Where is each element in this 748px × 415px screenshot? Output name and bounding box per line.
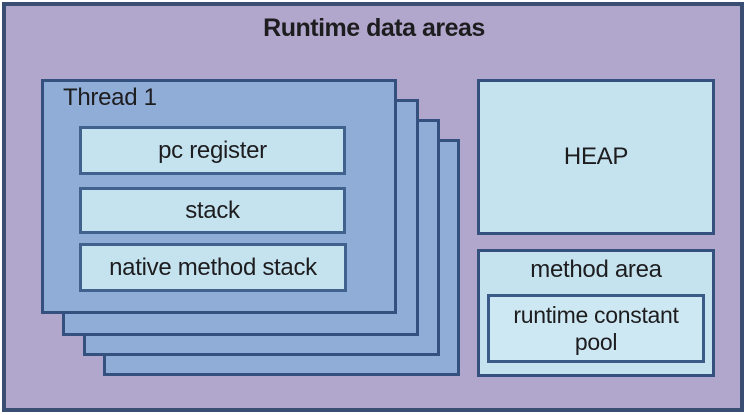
diagram-title: Runtime data areas bbox=[263, 14, 485, 42]
pc-register-box: pc register bbox=[79, 126, 346, 175]
method-area-label: method area bbox=[530, 256, 662, 283]
native-method-stack-box: native method stack bbox=[79, 243, 347, 292]
runtime-constant-pool-box: runtime constant pool bbox=[487, 294, 705, 363]
stack-box: stack bbox=[79, 187, 346, 234]
heap-box: HEAP bbox=[477, 79, 715, 235]
thread-1-label: Thread 1 bbox=[63, 84, 157, 111]
